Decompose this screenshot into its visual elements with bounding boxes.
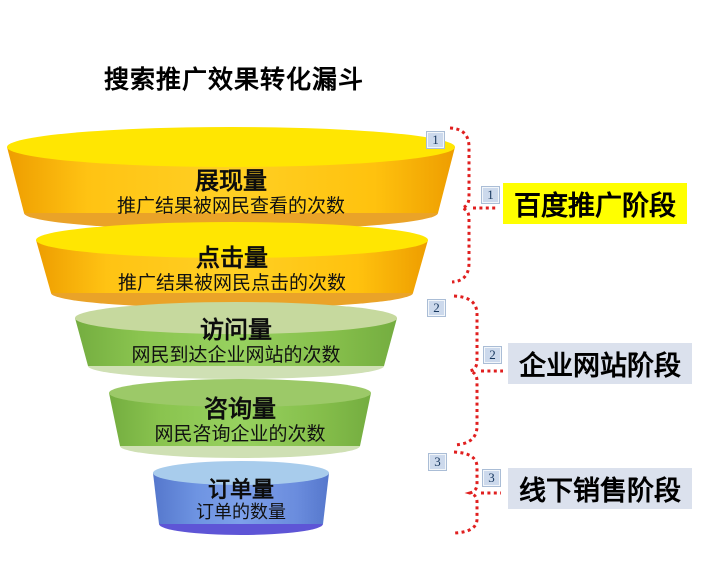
level-4-top <box>109 379 371 407</box>
marker-3-funnel: 3 <box>428 453 447 471</box>
stage-label-company-website: 企业网站阶段 <box>508 343 692 384</box>
stage-label-offline-sales: 线下销售阶段 <box>508 468 692 509</box>
level-5-top <box>153 461 329 485</box>
marker-2-label: 2 <box>483 346 502 364</box>
level-2-top <box>36 222 428 258</box>
marker-1-funnel: 1 <box>426 131 445 149</box>
funnel-level-5 <box>153 461 329 535</box>
level-5-name: 订单量 <box>207 477 274 502</box>
level-3-name: 访问量 <box>199 317 272 344</box>
funnel-level-3 <box>75 302 397 379</box>
funnel-level-1 <box>7 127 455 230</box>
funnel-level-2 <box>36 222 428 308</box>
level-3-top <box>75 302 397 334</box>
bracket-stage-3 <box>453 450 479 535</box>
level-1-top <box>7 127 455 167</box>
level-5-desc: 订单的数量 <box>196 502 286 522</box>
level-3-desc: 网民到达企业网站的次数 <box>131 345 341 366</box>
level-1-name: 展现量 <box>194 168 267 195</box>
level-2-desc: 推广结果被网民点击的次数 <box>117 273 347 294</box>
level-4-name: 咨询量 <box>203 396 276 423</box>
marker-2-funnel: 2 <box>427 299 446 317</box>
level-2-text: 点击量 推广结果被网民点击的次数 <box>118 245 346 294</box>
level-1-desc: 推广结果被网民查看的次数 <box>116 196 346 217</box>
level-4-desc: 网民咨询企业的次数 <box>154 424 326 445</box>
stage-brackets <box>449 126 503 535</box>
level-2-name: 点击量 <box>195 245 268 272</box>
funnel-level-4 <box>109 379 371 458</box>
level-3-text: 访问量 网民到达企业网站的次数 <box>131 317 340 366</box>
level-5-body <box>153 473 329 524</box>
level-4-text: 咨询量 网民咨询企业的次数 <box>154 396 325 445</box>
level-4-body <box>109 393 371 446</box>
level-1-text: 展现量 推广结果被网民查看的次数 <box>117 168 345 217</box>
marker-3-label: 3 <box>482 469 501 487</box>
level-5-text: 订单量 订单的数量 <box>196 477 286 522</box>
bracket-stage-1 <box>449 126 471 284</box>
stage-label-baidu-promotion: 百度推广阶段 <box>503 183 687 224</box>
page-title: 搜索推广效果转化漏斗 <box>104 66 365 94</box>
bracket-stage-2 <box>453 294 479 447</box>
marker-1-label: 1 <box>481 186 500 204</box>
